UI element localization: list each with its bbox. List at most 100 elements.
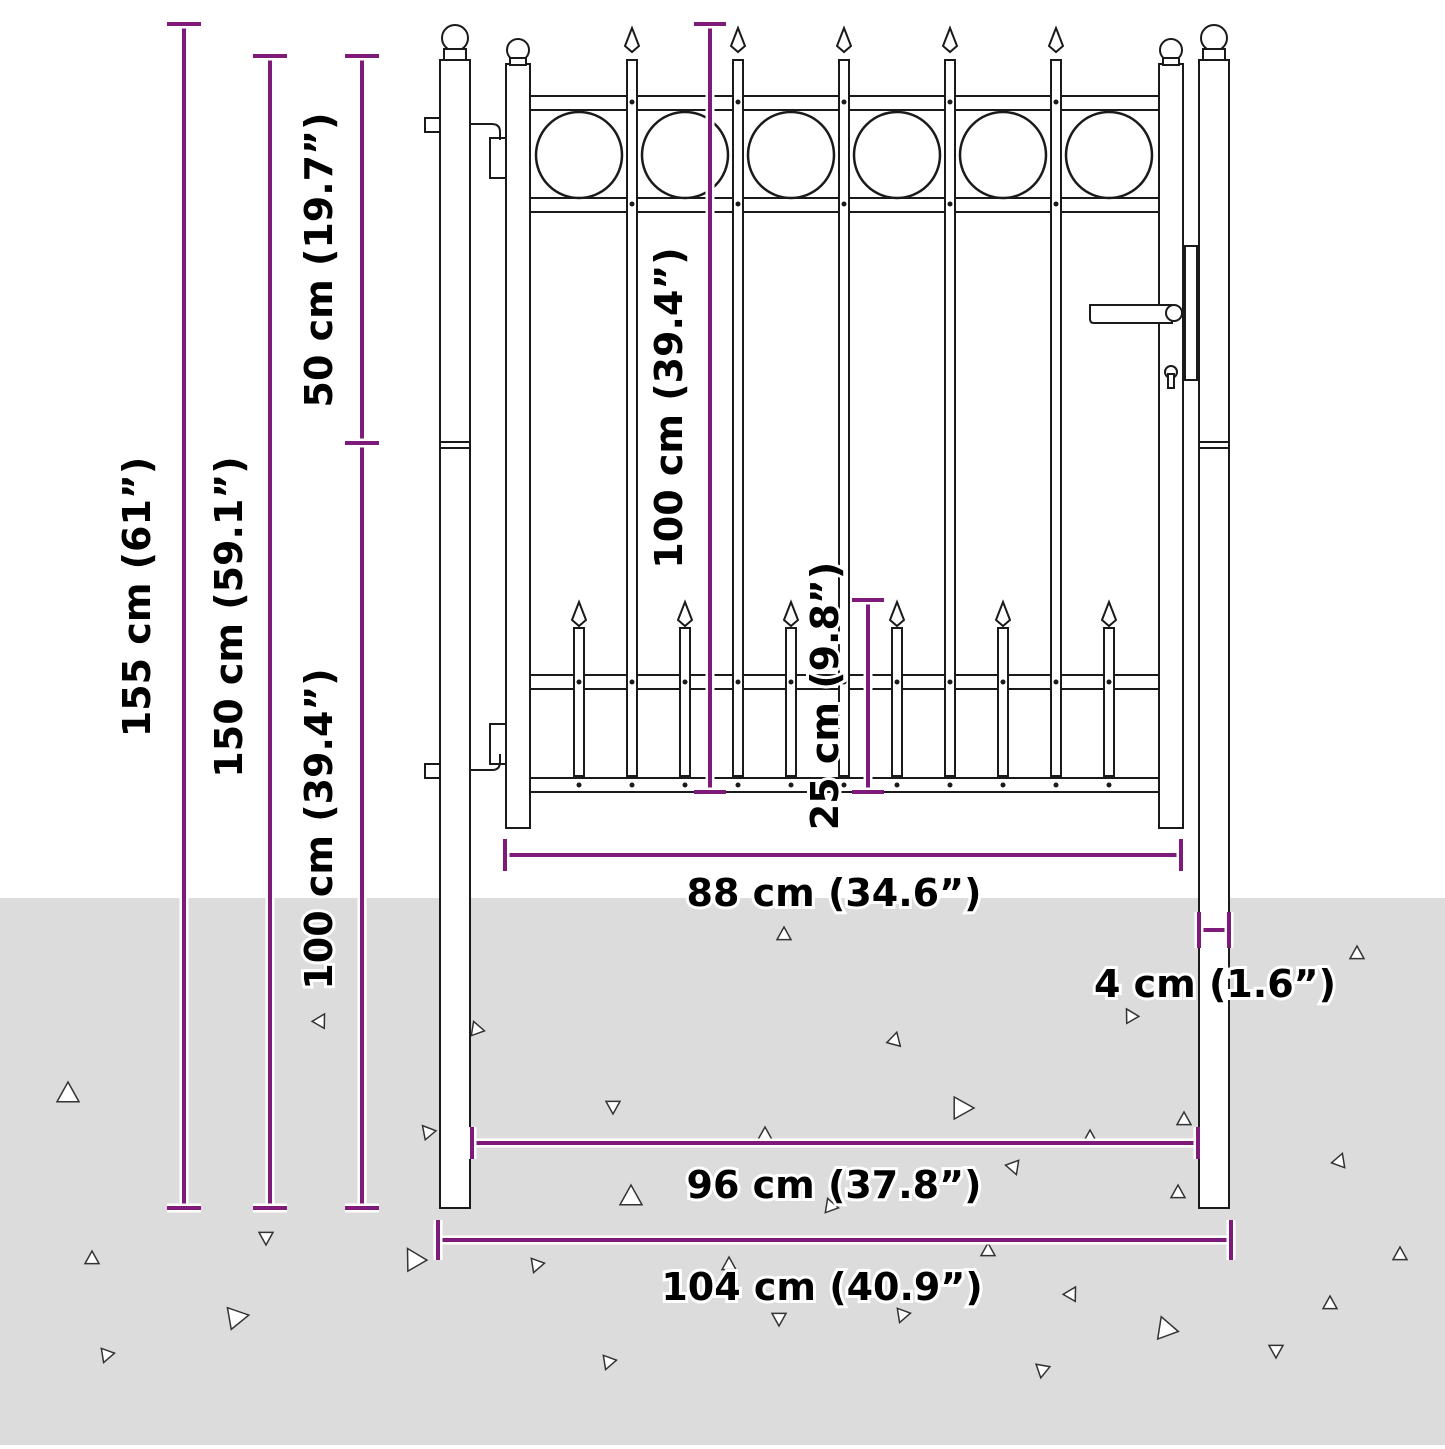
gravel-icon <box>406 1247 429 1273</box>
gravel-icon <box>1125 1007 1141 1025</box>
gravel-icon <box>770 1312 788 1328</box>
short-bar-spike-icon <box>676 599 694 628</box>
gate-bars-and-circles <box>534 25 1154 788</box>
rivet <box>1053 201 1059 207</box>
rivet <box>682 679 688 685</box>
label-total-width: 104 cm (40.9”) <box>661 1265 982 1309</box>
gravel-icon <box>885 1030 902 1048</box>
gravel-icon <box>979 1241 997 1257</box>
bar-spike-icon <box>729 25 747 54</box>
short-bar <box>785 627 797 777</box>
short-bar <box>679 627 691 777</box>
gravel-icon <box>530 1257 546 1275</box>
gravel-icon <box>953 1095 976 1121</box>
ring-ornament <box>640 110 730 200</box>
hinge-bottom <box>489 723 507 765</box>
rivet <box>1106 679 1112 685</box>
gravel-icon <box>421 1124 438 1142</box>
bar-spike-icon <box>623 25 641 54</box>
right-post <box>1198 59 1230 1209</box>
rivet <box>1053 99 1059 105</box>
gravel-icon <box>1175 1110 1193 1126</box>
ring-ornament <box>852 110 942 200</box>
rivet <box>735 782 741 788</box>
short-bar-spike-icon <box>782 599 800 628</box>
label-bar-height: 100 cm (39.4”) <box>647 247 691 568</box>
lock-plate <box>1184 245 1198 381</box>
gravel-icon <box>618 1183 644 1206</box>
rivet <box>1106 782 1112 788</box>
gravel-icon <box>226 1306 251 1331</box>
rivet <box>682 782 688 788</box>
bar-spike-icon <box>1047 25 1065 54</box>
tall-bar <box>1050 59 1062 777</box>
rivet <box>629 782 635 788</box>
short-bar-spike-icon <box>888 599 906 628</box>
short-bar-spike-icon <box>1100 599 1118 628</box>
rivet <box>841 201 847 207</box>
gravel-icon <box>1348 944 1366 960</box>
hinge-top <box>489 137 507 179</box>
label-upper-section: 50 cm (19.7”) <box>297 113 341 408</box>
gravel-icon <box>55 1080 81 1103</box>
tall-bar <box>626 59 638 777</box>
gravel-icon <box>1330 1151 1346 1169</box>
dimension-labels: 155 cm (61”) 150 cm (59.1”) 50 cm (19.7”… <box>112 110 1339 1312</box>
rivet <box>629 99 635 105</box>
rivet <box>894 782 900 788</box>
gravel-icon <box>604 1100 622 1116</box>
rivet <box>735 201 741 207</box>
gravel-icon <box>720 1255 738 1271</box>
rivet <box>788 679 794 685</box>
gravel-icon <box>470 1019 486 1037</box>
door-handle-icon <box>1089 304 1173 324</box>
rivet <box>1053 782 1059 788</box>
gravel-icon <box>602 1354 618 1372</box>
label-gate-width: 88 cm (34.6”) <box>687 871 982 915</box>
gravel-icon <box>824 1196 840 1214</box>
rivet <box>841 782 847 788</box>
label-post-width: 4 cm (1.6”) <box>1094 962 1336 1006</box>
left-post <box>439 59 471 1209</box>
rivet <box>1053 679 1059 685</box>
gravel-icon <box>1004 1159 1020 1177</box>
gravel-icon <box>896 1307 912 1325</box>
label-spike-section: 25 cm (9.8”) <box>803 562 847 831</box>
gravel-icon <box>1034 1363 1052 1380</box>
rivet <box>947 782 953 788</box>
rivet <box>629 679 635 685</box>
gravel-icon <box>100 1347 116 1365</box>
dimension-lines <box>167 19 1236 1260</box>
gravel-icon <box>1391 1245 1409 1261</box>
rivet <box>576 782 582 788</box>
label-total-height: 155 cm (61”) <box>115 457 159 738</box>
gravel-icon <box>257 1231 275 1247</box>
gravel-markers <box>55 925 1409 1380</box>
short-bar <box>1103 627 1115 777</box>
rivet <box>788 782 794 788</box>
right-post-finial <box>1200 24 1228 52</box>
rivet <box>735 679 741 685</box>
rivet <box>841 99 847 105</box>
rivet <box>1000 679 1006 685</box>
short-bar <box>891 627 903 777</box>
ring-ornament <box>746 110 836 200</box>
gravel-icon <box>83 1249 101 1265</box>
rivet <box>947 99 953 105</box>
label-gate-height: 150 cm (59.1”) <box>207 456 251 777</box>
rivet <box>735 99 741 105</box>
short-bar <box>573 627 585 777</box>
ring-ornament <box>958 110 1048 200</box>
gravel-icon <box>1267 1344 1285 1360</box>
rivet <box>1000 782 1006 788</box>
gravel-icon <box>1321 1294 1339 1310</box>
short-bar-spike-icon <box>994 599 1012 628</box>
rivet <box>576 679 582 685</box>
gravel-icon <box>1169 1183 1187 1199</box>
bar-spike-icon <box>835 25 853 54</box>
gravel-icon <box>1061 1285 1077 1303</box>
gate-left-stile <box>505 63 531 829</box>
gravel-icon <box>1156 1315 1180 1341</box>
short-bar <box>997 627 1009 777</box>
